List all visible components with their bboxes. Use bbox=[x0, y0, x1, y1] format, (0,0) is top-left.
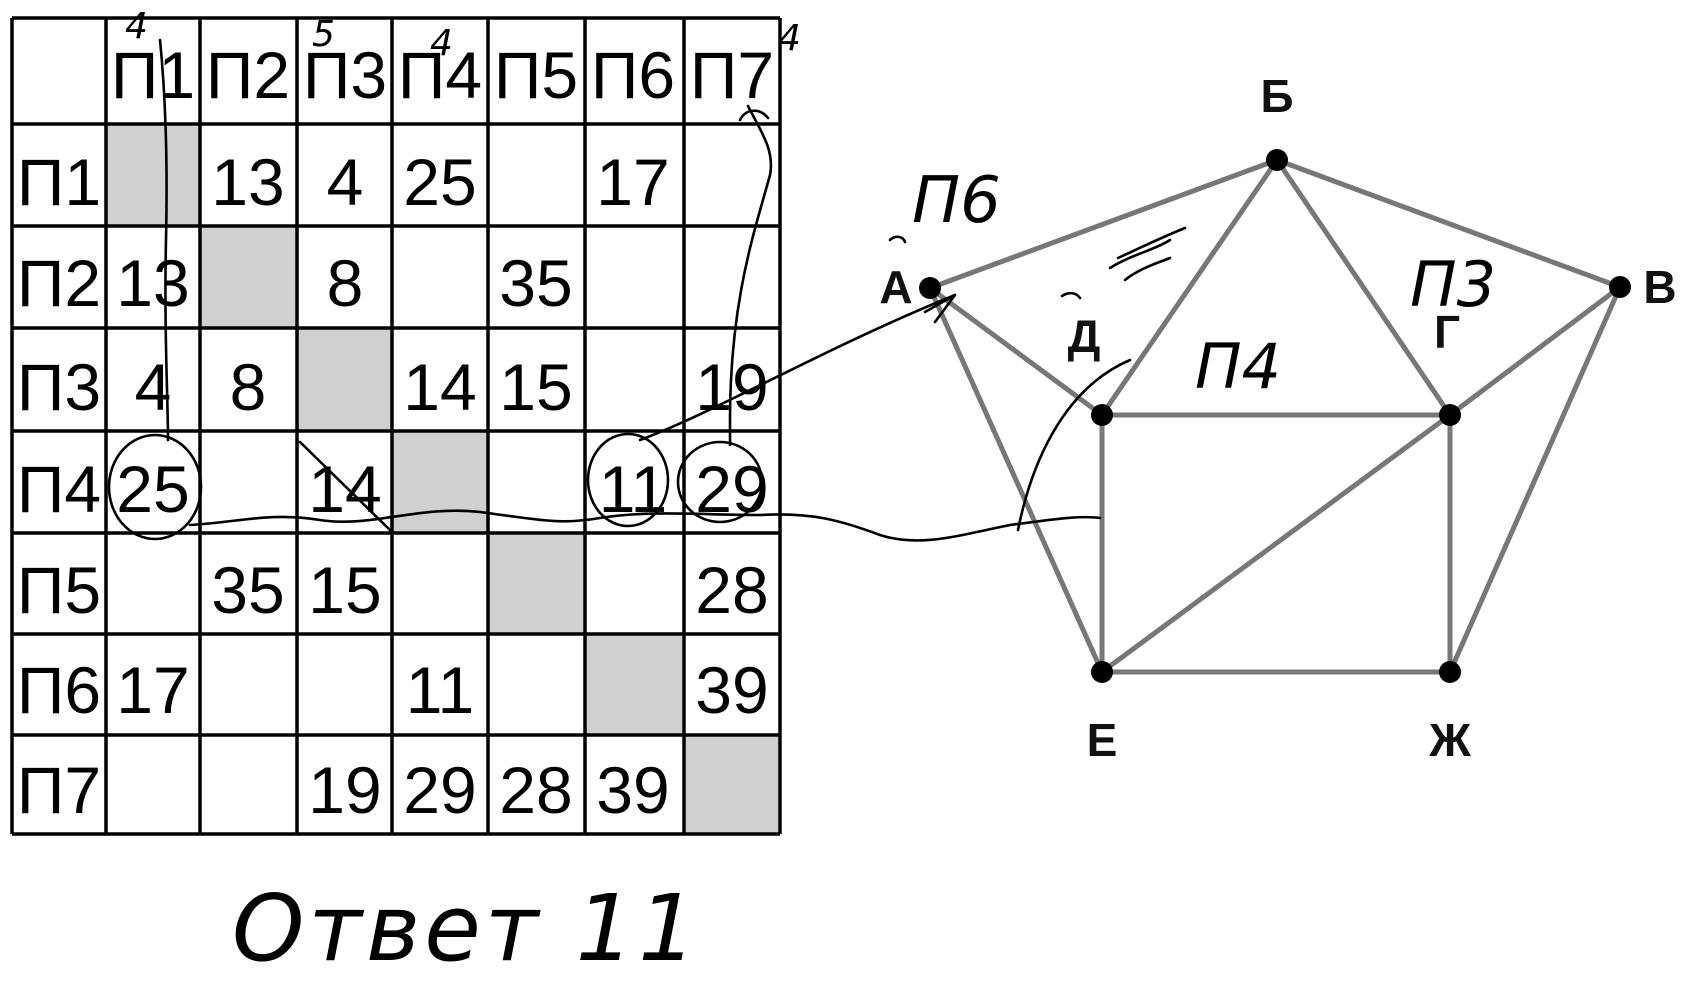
row-header-p6: П6 bbox=[17, 653, 101, 727]
scribble-near-d bbox=[1060, 226, 1187, 300]
matrix-diagonal-cell bbox=[488, 533, 585, 634]
matrix-column-headers: П1 П2 П3 П4 П5 П6 П7 bbox=[111, 38, 774, 112]
vertex-label-v: В bbox=[1643, 261, 1676, 313]
circle-cell-p4-p1 bbox=[107, 433, 203, 541]
matrix-cell: 11 bbox=[406, 653, 475, 727]
matrix-diagonal-cell bbox=[106, 124, 200, 226]
vertex-label-b: Б bbox=[1260, 70, 1293, 122]
edge-g-e bbox=[1099, 412, 1453, 675]
header-mark-p3: 5 bbox=[312, 14, 335, 55]
scribble-p7-hook bbox=[738, 109, 770, 122]
matrix-cell: 13 bbox=[211, 145, 284, 219]
vertex-mark-g: П3 bbox=[1410, 248, 1496, 321]
vertex-d-dot bbox=[1091, 404, 1113, 426]
vertex-v-dot bbox=[1609, 276, 1631, 298]
matrix-cell: 25 bbox=[116, 452, 189, 526]
matrix-cell: 8 bbox=[327, 246, 364, 320]
matrix-cell: 28 bbox=[695, 553, 768, 627]
graph-vertex-labels: А Б В Г Д Е Ж bbox=[879, 70, 1676, 766]
vertex-e-dot bbox=[1091, 661, 1113, 683]
row-header-p5: П5 bbox=[17, 553, 101, 627]
vertex-mark-a: П6 bbox=[912, 164, 1001, 238]
connector-to-e-edge bbox=[1016, 358, 1132, 532]
col-header-p7: П7 bbox=[690, 38, 774, 112]
vertex-label-zh: Ж bbox=[1428, 714, 1471, 766]
edge-b-v bbox=[1274, 157, 1623, 290]
vertex-mark-d: П4 bbox=[1195, 330, 1281, 403]
graph-edges bbox=[927, 157, 1623, 675]
vertex-b-dot bbox=[1266, 149, 1288, 171]
matrix-cell: 15 bbox=[308, 553, 381, 627]
col-header-p2: П2 bbox=[206, 38, 290, 112]
matrix-diagonal-cell bbox=[585, 634, 684, 735]
vertex-label-g: Г bbox=[1434, 306, 1460, 358]
edge-a-b bbox=[927, 157, 1280, 291]
vertex-label-e: Е bbox=[1087, 714, 1118, 766]
matrix-cell: 25 bbox=[403, 145, 476, 219]
matrix-cell: 4 bbox=[327, 145, 364, 219]
circle-cell-p4-p7 bbox=[676, 440, 764, 524]
row-header-p1: П1 bbox=[17, 145, 101, 219]
col-header-p4: П4 bbox=[398, 38, 482, 112]
handwritten-annotations: 4 5 4 4 П6 П3 П4 Ответ 11 bbox=[107, 6, 1496, 982]
row-header-p2: П2 bbox=[17, 246, 101, 320]
distance-matrix: П1 П2 П3 П4 П5 П6 П7 П1 П2 П3 П4 П5 П6 П… bbox=[10, 16, 782, 836]
scribble-p1-column bbox=[158, 38, 170, 442]
matrix-cell: 13 bbox=[116, 246, 189, 320]
scribble-near-a bbox=[888, 235, 907, 244]
vertex-a-dot bbox=[919, 277, 941, 299]
strike-p4-p3 bbox=[298, 440, 394, 534]
vertex-zh-dot bbox=[1439, 661, 1461, 683]
col-header-p5: П5 bbox=[494, 38, 578, 112]
header-mark-p1: 4 bbox=[125, 6, 148, 47]
matrix-grid bbox=[10, 16, 782, 836]
edge-g-v bbox=[1447, 284, 1623, 418]
matrix-cell: 14 bbox=[308, 452, 381, 526]
vertex-g-dot bbox=[1439, 404, 1461, 426]
matrix-cell: 35 bbox=[499, 246, 572, 320]
edge-b-g bbox=[1274, 157, 1453, 418]
matrix-cell: 17 bbox=[116, 653, 189, 727]
header-mark-p4: 4 bbox=[430, 23, 453, 64]
matrix-diagonal-cell bbox=[297, 328, 392, 431]
matrix-cell: 39 bbox=[695, 653, 768, 727]
answer-text: Ответ 11 bbox=[232, 875, 701, 982]
matrix-cell: 19 bbox=[308, 753, 381, 827]
matrix-values: 13 4 25 17 13 8 35 4 8 14 15 19 25 14 11… bbox=[116, 145, 768, 827]
col-header-p1: П1 bbox=[111, 38, 195, 112]
matrix-cell: 29 bbox=[403, 753, 476, 827]
edge-b-d bbox=[1099, 157, 1280, 418]
matrix-row-headers: П1 П2 П3 П4 П5 П6 П7 bbox=[17, 145, 101, 827]
vertex-label-a: А bbox=[879, 261, 912, 313]
edge-a-e bbox=[927, 285, 1105, 675]
circle-cell-p4-p6 bbox=[586, 432, 670, 528]
matrix-cell: 15 bbox=[499, 350, 572, 424]
matrix-cell: 28 bbox=[499, 753, 572, 827]
matrix-cell: 8 bbox=[230, 350, 267, 424]
vertex-label-d: Д bbox=[1068, 310, 1101, 362]
edge-v-zh bbox=[1447, 284, 1623, 675]
row-header-p4: П4 bbox=[17, 452, 101, 526]
wave-line-under-p4 bbox=[188, 509, 1102, 542]
arrow-p6-to-a bbox=[638, 293, 957, 442]
col-header-p6: П6 bbox=[591, 38, 675, 112]
road-graph: А Б В Г Д Е Ж bbox=[879, 70, 1676, 766]
matrix-diagonal-cell bbox=[684, 735, 780, 834]
header-mark-p7: 4 bbox=[778, 18, 801, 59]
matrix-cell: 17 bbox=[596, 145, 669, 219]
scribble-p7-column bbox=[728, 104, 773, 447]
row-header-p7: П7 bbox=[17, 753, 101, 827]
matrix-cell: 14 bbox=[403, 350, 476, 424]
arrowhead-a bbox=[923, 293, 957, 324]
matrix-diagonal-cell bbox=[392, 431, 488, 533]
graph-vertices bbox=[919, 149, 1631, 683]
matrix-diagonal-cells bbox=[106, 124, 780, 834]
matrix-cell: 35 bbox=[211, 553, 284, 627]
row-header-p3: П3 bbox=[17, 350, 101, 424]
edge-a-d bbox=[927, 285, 1105, 418]
col-header-p3: П3 bbox=[303, 38, 387, 112]
matrix-cell: 39 bbox=[596, 753, 669, 827]
matrix-diagonal-cell bbox=[200, 226, 297, 328]
